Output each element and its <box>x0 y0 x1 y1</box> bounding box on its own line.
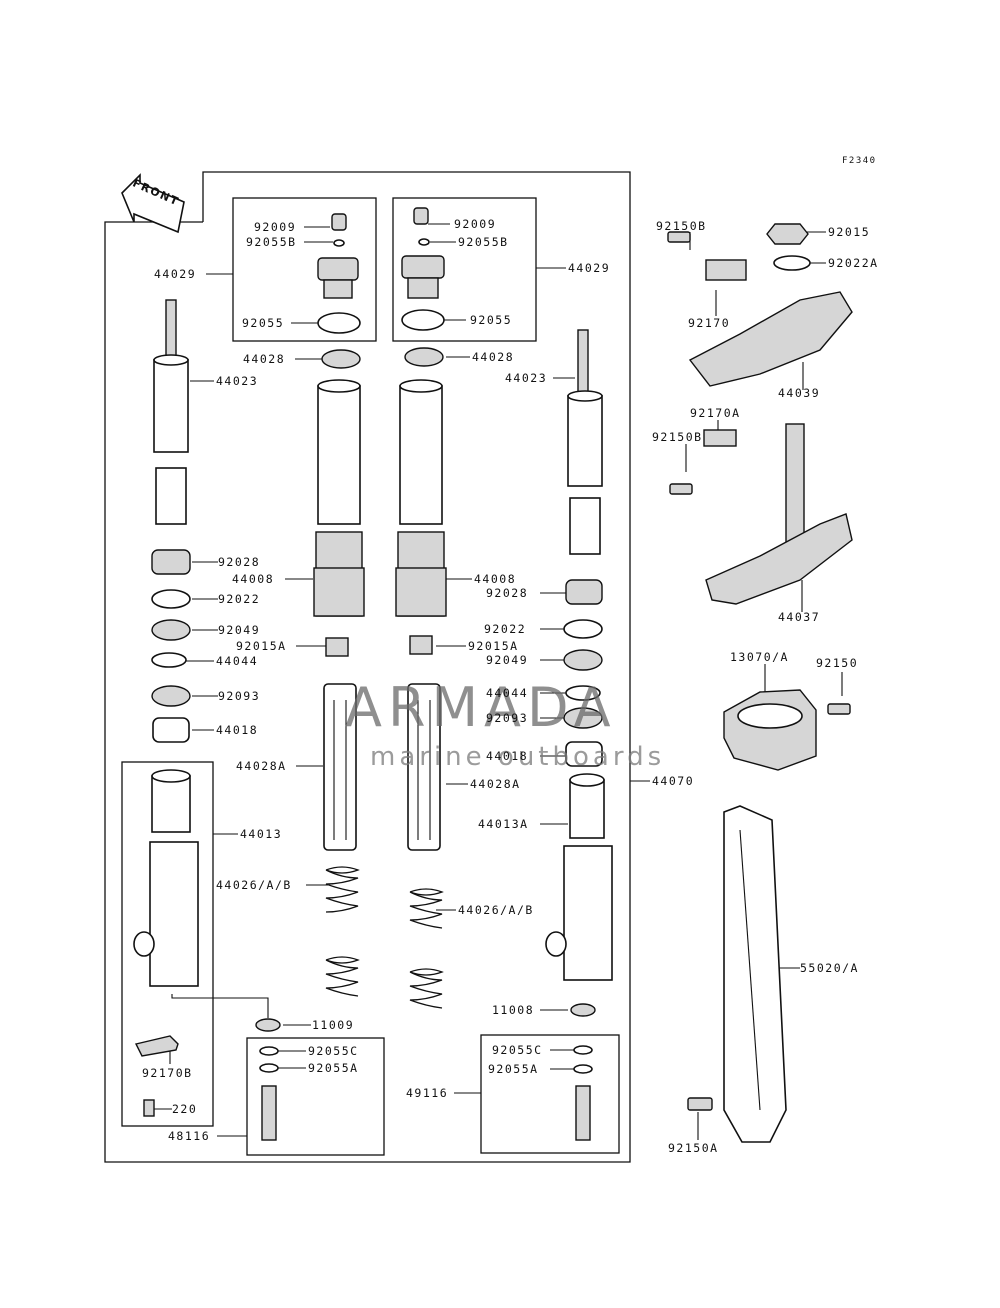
handlebar-clamp <box>723 689 851 771</box>
outer-tube-right <box>545 773 613 981</box>
upper-triple-clamp <box>667 223 853 387</box>
label-92049-left: 92049 <box>218 623 261 637</box>
label-92093-right: 92093 <box>486 711 529 725</box>
label-49116: 49116 <box>406 1086 449 1100</box>
label-44037: 44037 <box>778 610 821 624</box>
label-11009: 11009 <box>312 1018 355 1032</box>
damper-rod-right <box>567 329 603 555</box>
seal-44028-right <box>404 347 444 367</box>
watermark-brand: ARMADA <box>345 676 617 739</box>
fork-guard <box>687 805 787 1143</box>
damper-rod-left <box>153 299 189 525</box>
label-92055A-right: 92055A <box>488 1062 539 1076</box>
ring-stack-right <box>409 579 603 767</box>
label-92055A-left: 92055A <box>308 1061 359 1075</box>
label-92055-left: 92055 <box>242 316 285 330</box>
label-92170A: 92170A <box>690 406 741 420</box>
label-92055-right: 92055 <box>470 313 513 327</box>
label-55020A: 55020/A <box>800 961 859 975</box>
watermark-tagline: marine outboards <box>370 742 666 772</box>
label-92170B: 92170B <box>142 1066 193 1080</box>
label-44044-right: 44044 <box>486 686 529 700</box>
label-92028-left: 92028 <box>218 555 261 569</box>
label-92022-right: 92022 <box>484 622 527 636</box>
washer-11008 <box>570 1003 596 1017</box>
label-92009-left: 92009 <box>254 220 297 234</box>
label-44008-left: 44008 <box>232 572 275 586</box>
label-92150B-top: 92150B <box>656 219 707 233</box>
label-92022A: 92022A <box>828 256 879 270</box>
seal-44028-left <box>321 349 361 369</box>
label-13070A: 13070/A <box>730 650 789 664</box>
label-44029-left: 44029 <box>154 267 197 281</box>
label-44044-left: 44044 <box>216 654 259 668</box>
label-48116: 48116 <box>168 1129 211 1143</box>
fork-cap-assembly-right <box>401 207 445 331</box>
label-44028A-left: 44028A <box>236 759 287 773</box>
label-92055C-right: 92055C <box>492 1043 543 1057</box>
label-92170: 92170 <box>688 316 731 330</box>
label-220: 220 <box>172 1102 198 1116</box>
label-92093-left: 92093 <box>218 689 261 703</box>
inner-tube-left <box>313 379 365 617</box>
label-44039: 44039 <box>778 386 821 400</box>
label-44026-left: 44026/A/B <box>216 878 292 892</box>
label-92055B-right: 92055B <box>458 235 509 249</box>
label-92028-right: 92028 <box>486 586 529 600</box>
label-44028A-right: 44028A <box>470 777 521 791</box>
label-44028-right: 44028 <box>472 350 515 364</box>
label-44013A: 44013A <box>478 817 529 831</box>
label-92150B-mid: 92150B <box>652 430 703 444</box>
lower-triple-clamp-stem <box>669 423 853 605</box>
leader-lines <box>154 223 843 1140</box>
label-44029-right: 44029 <box>568 261 611 275</box>
label-92055C-left: 92055C <box>308 1044 359 1058</box>
label-44023-left: 44023 <box>216 374 259 388</box>
front-arrow-icon <box>121 173 185 234</box>
label-92015: 92015 <box>828 225 871 239</box>
inner-tube-right <box>395 379 447 617</box>
label-92015A-left: 92015A <box>236 639 287 653</box>
label-92055B-left: 92055B <box>246 235 297 249</box>
label-92022-left: 92022 <box>218 592 261 606</box>
label-44026-right: 44026/A/B <box>458 903 534 917</box>
label-44013-left: 44013 <box>240 827 283 841</box>
label-92015A-right: 92015A <box>468 639 519 653</box>
fork-cap-assembly-left <box>317 213 361 334</box>
label-44070: 44070 <box>652 774 695 788</box>
figure-code: F2340 <box>842 156 877 166</box>
ring-stack-left <box>151 549 349 743</box>
spring-left <box>325 866 360 997</box>
cylinder-left <box>323 683 357 851</box>
outer-tube-left <box>133 769 199 1117</box>
label-11008: 11008 <box>492 1003 535 1017</box>
label-44028-left: 44028 <box>243 352 286 366</box>
label-44018-left: 44018 <box>216 723 259 737</box>
washer-11009 <box>255 1018 281 1032</box>
label-92009-right: 92009 <box>454 217 497 231</box>
label-92150A: 92150A <box>668 1141 719 1155</box>
label-44008-right: 44008 <box>474 572 517 586</box>
label-44023-right: 44023 <box>505 371 548 385</box>
label-92150: 92150 <box>816 656 859 670</box>
label-44018-right: 44018 <box>486 749 529 763</box>
cylinder-right <box>407 683 441 851</box>
spring-right <box>409 888 444 1009</box>
label-92049-right: 92049 <box>486 653 529 667</box>
